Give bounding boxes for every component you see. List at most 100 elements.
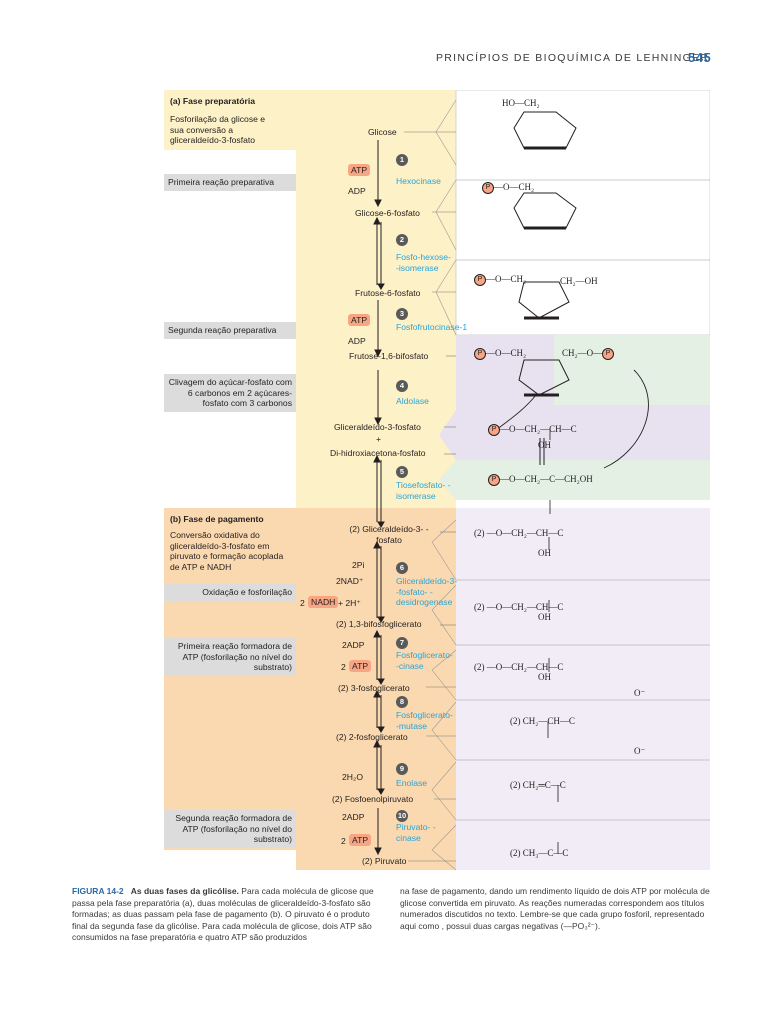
- step-number-9: 9: [396, 763, 408, 775]
- step-number-2: 2: [396, 234, 408, 246]
- metabolite-plus: +: [376, 434, 382, 444]
- atp-step10-pre: 2: [341, 836, 346, 846]
- phase-a-description: Fosforilação da glicose e sua conversão …: [170, 114, 266, 145]
- structure-pyruvate: (2) CH₃—C—C: [510, 848, 569, 858]
- metabolite-f6p: Frutose-6-fosfato: [355, 288, 421, 298]
- structure-f6p-right: CH₂—OH: [560, 276, 598, 286]
- metabolite-dhap: Di-hidroxiacetona-fosfato: [330, 448, 426, 458]
- atp-step10: ATP: [349, 834, 372, 846]
- step-label-first-prep: Primeira reação preparativa: [164, 174, 296, 191]
- structure-gap-text: —O—CH₂—CH—C: [500, 424, 577, 435]
- adp-step7: 2ADP: [342, 640, 365, 650]
- step-number-4: 4: [396, 380, 408, 392]
- structure-f6p: P—O—CH₂: [474, 274, 526, 286]
- phase-b-description: Conversão oxidativa do gliceraldeído-3-f…: [170, 530, 284, 572]
- phosphoryl-icon: P: [602, 348, 615, 360]
- caption-left: FIGURA 14-2 As duas fases da glicólise. …: [72, 886, 384, 944]
- structure-oh-3: OH: [538, 612, 551, 622]
- figure-label: FIGURA 14-2: [72, 886, 124, 896]
- step-label-second-atp: Segunda reação formadora de ATP (fosfori…: [164, 810, 296, 848]
- adp-step1: ADP: [348, 186, 366, 196]
- enzyme-aldolase: Aldolase: [396, 396, 429, 406]
- step-number-10: 10: [396, 810, 408, 822]
- phosphoryl-icon: P: [488, 474, 500, 486]
- structure-gap: P—O—CH₂—CH—C: [488, 424, 577, 436]
- enzyme-tpi: Tiosefosfato- -isomerase: [396, 480, 451, 501]
- metabolite-g6p: Glicose-6-fosfato: [355, 208, 420, 218]
- structure-2pg: (2) CH₂—CH—C: [510, 716, 575, 726]
- structure-glucose-ch2oh: HO—CH₂: [502, 98, 540, 108]
- atp-step1: ATP: [348, 164, 371, 176]
- phase-b-title: (b) Fase de pagamento: [170, 514, 264, 524]
- step-label-oxidation: Oxidação e fosforilação: [164, 584, 296, 601]
- running-header: PRINCÍPIOS DE BIOQUÍMICA DE LEHNINGER 54…: [436, 50, 712, 65]
- structure-oh-4: OH: [538, 672, 551, 682]
- phosphoryl-icon: P: [474, 348, 486, 360]
- running-title: PRINCÍPIOS DE BIOQUÍMICA DE LEHNINGER: [436, 52, 710, 64]
- enzyme-enolase: Enolase: [396, 778, 428, 788]
- metabolite-3pg: (2) 3-fosfoglicerato: [338, 683, 410, 693]
- enzyme-pyruvate-kinase: Piruvato- -cinase: [396, 822, 436, 843]
- step-number-3: 3: [396, 308, 408, 320]
- enzyme-gapdh: Gliceraldeído-3- -fosfato- -desidrogenas…: [396, 576, 458, 607]
- structure-fbp-tail: —O—CH₂: [486, 348, 527, 359]
- page-number: 545: [688, 50, 712, 65]
- adp-step3: ADP: [348, 336, 366, 346]
- structure-3pg: (2) —O—CH₂—CH—C: [474, 662, 564, 672]
- structure-dhap: P—O—CH₂—C—CH₂OH: [488, 474, 593, 486]
- adp-step10: 2ADP: [342, 812, 365, 822]
- structure-pep: (2) CH₂═C—C: [510, 780, 566, 790]
- nadh-step6: NADH: [308, 596, 339, 608]
- figure-title: As duas fases da glicólise.: [130, 886, 239, 896]
- phosphoryl-icon: P: [482, 182, 494, 194]
- water-step9: 2H₂O: [342, 772, 364, 782]
- enzyme-pgm: Fosfoglicerato- -mutase: [396, 710, 453, 731]
- metabolite-pep: (2) Fosfoenolpiruvato: [332, 794, 414, 804]
- enzyme-phosphohexose-isomerase: Fosfo-hexose- -isomerase: [396, 252, 451, 273]
- step-number-5: 5: [396, 466, 408, 478]
- phosphoryl-icon: P: [488, 424, 500, 436]
- step-label-first-atp: Primeira reação formadora de ATP (fosfor…: [164, 638, 296, 676]
- metabolite-glucose: Glicose: [368, 127, 397, 137]
- nad-step6: 2NAD⁺: [336, 576, 364, 586]
- atp-step3: ATP: [348, 314, 371, 326]
- atp-step7-pre: 2: [341, 662, 346, 672]
- caption-right: na fase de pagamento, dando um rendiment…: [400, 886, 710, 931]
- metabolite-gap2: (2) Gliceraldeído-3- -fosfato: [349, 524, 429, 545]
- phosphoryl-icon: P: [474, 274, 486, 286]
- step-label-cleavage: Clivagem do açúcar-fosfato com 6 carbono…: [164, 374, 296, 412]
- step-number-6: 6: [396, 562, 408, 574]
- metabolite-bpg: (2) 1,3-bifosfoglicerato: [336, 619, 422, 629]
- metabolite-2pg: (2) 2-fosfoglicerato: [336, 732, 408, 742]
- phase-a-title: (a) Fase preparatória: [170, 96, 256, 106]
- structure-gap2: (2) —O—CH₂—CH—C: [474, 528, 564, 538]
- metabolite-gap: Gliceraldeído-3-fosfato: [334, 422, 421, 432]
- enzyme-pfk1: Fosfofrutocinase-1: [396, 322, 468, 332]
- nadh-step6-pre: 2: [300, 598, 305, 608]
- caption-text-left: Para cada molécula de glicose que passa …: [72, 886, 374, 942]
- structure-oh-1: OH: [538, 440, 551, 450]
- enzyme-pgk: Fosfoglicerato- -cinase: [396, 650, 453, 671]
- metabolite-fbp: Frutose-1,6-bifosfato: [349, 351, 429, 361]
- pi-step6: 2Pi: [352, 560, 365, 570]
- structure-g6p: P—O—CH₂: [482, 182, 534, 194]
- glycolysis-figure: (a) Fase preparatória Fosforilação da gl…: [164, 90, 710, 880]
- step-number-1: 1: [396, 154, 408, 166]
- structure-dhap-text: —O—CH₂—C—CH₂OH: [500, 474, 593, 485]
- enzyme-hexokinase: Hexocinase: [396, 176, 441, 186]
- structure-o-minus-1: O⁻: [634, 688, 646, 698]
- structure-fbp-left: P—O—CH₂: [474, 348, 526, 360]
- atp-step7: ATP: [349, 660, 372, 672]
- step-label-second-prep: Segunda reação preparativa: [164, 322, 296, 339]
- structure-fbp-right-text: CH₂—O—: [562, 348, 603, 359]
- nadh-step6-post: + 2H⁺: [338, 598, 361, 608]
- structure-o-minus-2: O⁻: [634, 746, 646, 756]
- structure-f6p-tail: —O—CH₂: [486, 274, 527, 285]
- step-number-7: 7: [396, 637, 408, 649]
- metabolite-pyruvate: (2) Piruvato: [362, 856, 407, 866]
- structure-fbp-right: CH₂—O—P: [562, 348, 615, 360]
- step-number-8: 8: [396, 696, 408, 708]
- structure-g6p-tail: —O—CH₂: [494, 182, 535, 193]
- structure-bpg: (2) —O—CH₂—CH—C: [474, 602, 564, 612]
- structure-oh-2: OH: [538, 548, 551, 558]
